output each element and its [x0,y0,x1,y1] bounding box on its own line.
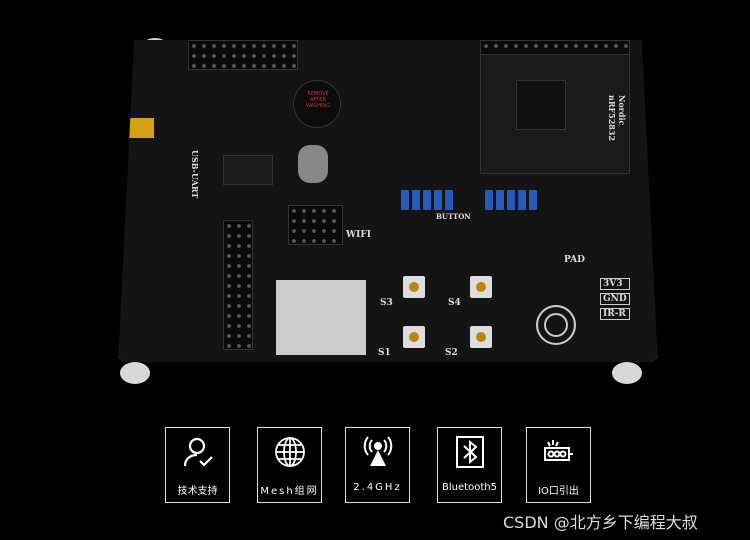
feature-label: 技术支持 [177,486,218,497]
feature-io: IO口引出 [526,427,591,503]
feature-tech-support: 技术支持 [165,427,230,503]
soc-chip [516,80,566,130]
standoff [120,362,150,384]
s4-label: S4 [448,298,461,308]
module-label: Nordic nRF52832 [607,95,627,141]
antenna-signal-icon [363,436,393,466]
buzzer-label: REMOVE AFTER WASHING [305,91,331,109]
side-header [223,220,253,350]
dev-board: Nordic nRF52832 USB-UART REMOVE AFTER WA… [118,40,658,362]
user-check-icon [183,437,213,467]
feature-label: Mesh组网 [260,486,319,497]
rf-module: Nordic nRF52832 [480,54,630,174]
io-label: GND [600,293,630,305]
io-label: 3V3 [600,278,630,290]
button-s2 [470,326,492,348]
io-header-icon [544,440,573,461]
sd-card-slot [276,280,366,355]
wifi-label: WIFI [346,230,371,240]
oled-header [188,40,298,70]
crystal [298,145,328,183]
button-s4 [470,276,492,298]
feature-label: 2.4GHz [353,482,402,493]
top-header [480,40,630,58]
bluetooth-icon [456,436,484,468]
touch-pad [536,305,576,345]
feature-label: Bluetooth5 [442,482,497,493]
feature-2-4ghz: 2.4GHz [345,427,410,503]
watermark: CSDN @北方乡下编程大叔 [503,513,698,532]
usb-connector [126,118,154,138]
io-label: IR-R [600,308,630,320]
globe-icon [275,437,305,467]
wifi-header [288,205,343,245]
s1-label: S1 [378,348,391,358]
uart-chip [223,155,273,185]
pad-label: PAD [564,255,585,265]
io-labels: 3V3 GND IR-R [600,278,630,320]
usb-label: USB-UART [190,150,200,199]
button-s1 [403,326,425,348]
jumpers-right [485,190,537,210]
standoff [612,362,642,384]
button-label: BUTTON [436,212,471,221]
s2-label: S2 [445,348,458,358]
button-s3 [403,276,425,298]
feature-label: IO口引出 [538,486,579,497]
jumpers-left [401,190,453,210]
s3-label: S3 [380,298,393,308]
feature-mesh: Mesh组网 [257,427,322,503]
feature-bluetooth: Bluetooth5 [437,427,502,503]
buzzer: REMOVE AFTER WASHING [293,80,341,128]
